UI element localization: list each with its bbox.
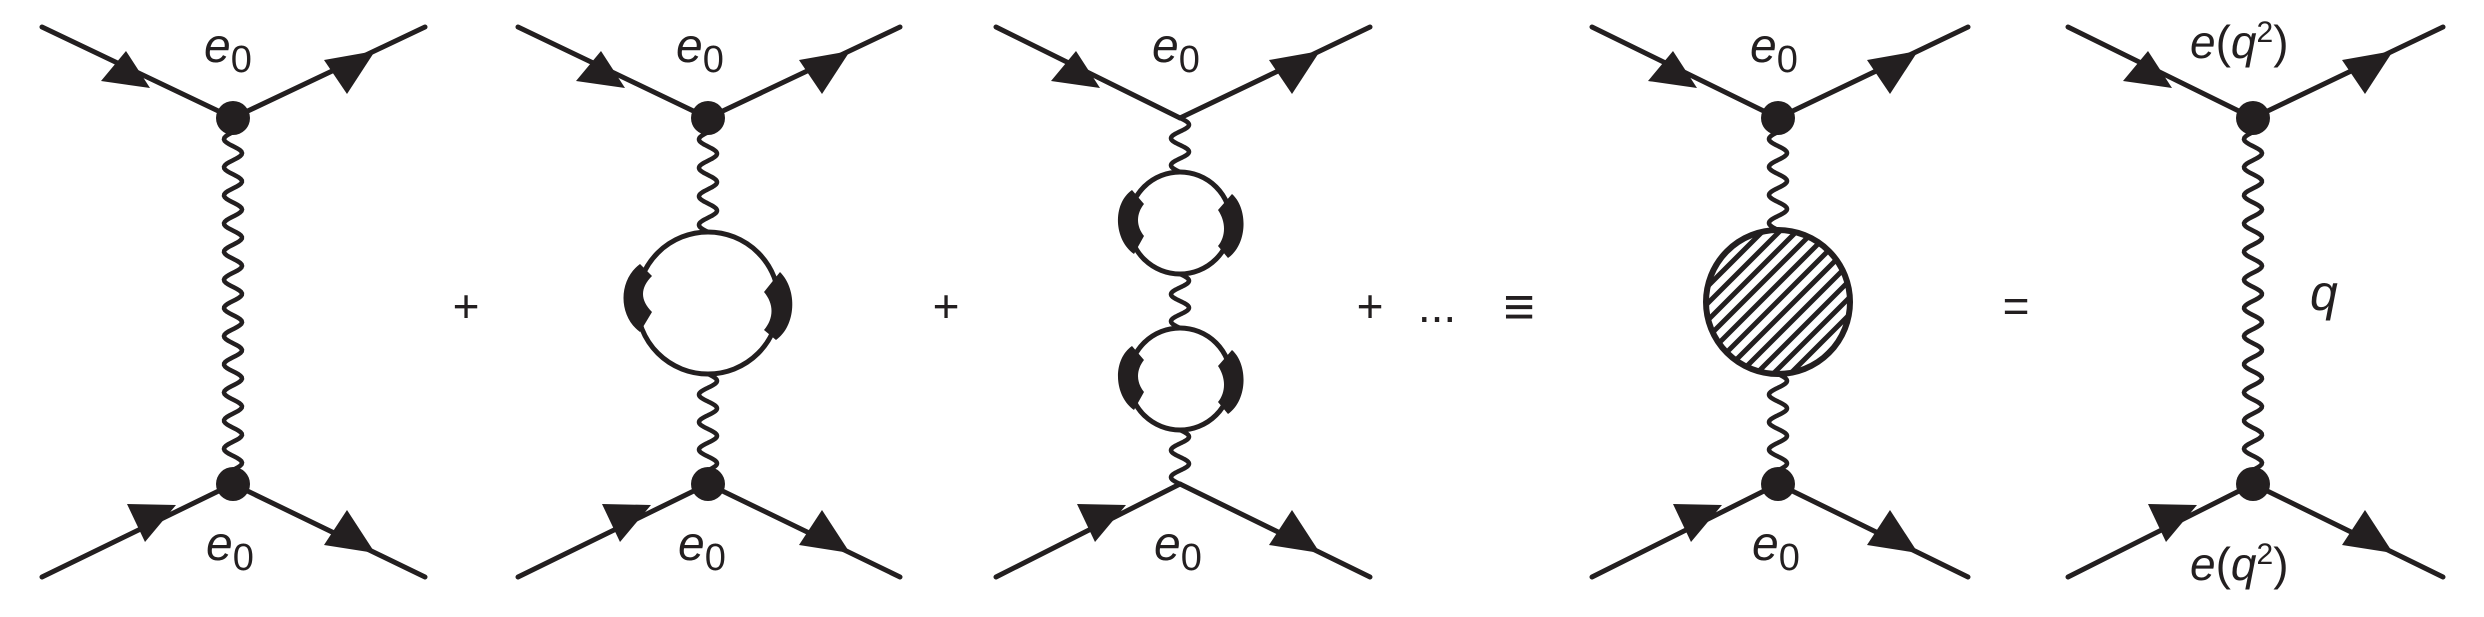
electron-line-top (993, 24, 1373, 121)
fermion-arrow (1867, 510, 1918, 553)
hatch-line (1706, 230, 1818, 374)
vertex-top (2236, 101, 2270, 135)
polarization-blob (1703, 227, 1853, 377)
diagram-tree-level: e0 e0 (39, 20, 428, 580)
loop-arrow-left (1117, 346, 1144, 410)
plus-operator: + (933, 280, 960, 332)
blob-hatching (1706, 230, 1850, 374)
hatch-line (1706, 230, 1835, 374)
plus-operator: + (453, 280, 480, 332)
vertex-bottom (2236, 467, 2270, 501)
electron-line-top (515, 24, 903, 121)
vertex-bottom (1761, 467, 1795, 501)
loop-arrow-right (1218, 350, 1244, 414)
loop-arrow-left (623, 264, 652, 332)
running-charge-label-bottom: e(q2) (2190, 538, 2289, 590)
hatch-line (1770, 230, 1850, 374)
electron-line-top (2065, 24, 2446, 121)
photon-propagator (1766, 115, 1790, 233)
fermion-arrow (127, 504, 176, 542)
charge-label-top: e0 (676, 20, 724, 81)
fermion-arrow (101, 51, 150, 88)
fermion-arrow (2148, 504, 2197, 542)
loop-arrow-right (1218, 194, 1244, 258)
hatch-line (1719, 230, 1850, 374)
vertex-top (216, 101, 250, 135)
electron-positron-loop-upper (1117, 169, 1244, 277)
fermion-arrow (799, 51, 850, 94)
fermion-arrow (1077, 504, 1126, 542)
hatch-line (1706, 230, 1784, 374)
charge-label-bottom: e0 (1154, 518, 1202, 579)
charge-label-bottom: e0 (206, 518, 254, 579)
diagram-two-loop: e0 e0 (993, 20, 1373, 580)
photon-propagator (221, 115, 245, 487)
diagram-running-charge: e(q2) e(q2) q (2065, 16, 2446, 590)
vertex-top (1761, 101, 1795, 135)
electron-line-top (1589, 24, 1971, 121)
hatch-line (1706, 230, 1850, 374)
photon-propagator (1168, 427, 1192, 487)
fermion-arrow (1648, 51, 1697, 88)
photon-propagator (696, 115, 720, 235)
photon-propagator (1168, 271, 1192, 331)
electron-positron-loop-lower (1117, 325, 1244, 433)
fermion-arrow (1269, 51, 1320, 94)
ellipsis: ... (1418, 280, 1456, 332)
charge-label-top: e0 (1152, 20, 1200, 81)
fermion-arrow (1051, 51, 1100, 88)
photon-propagator (1766, 371, 1790, 487)
fermion-arrow (576, 51, 625, 88)
fermion-arrow (2342, 51, 2393, 94)
fermion-arrow (2123, 51, 2172, 88)
charge-label-top: e0 (204, 20, 252, 81)
electron-line-bottom (39, 481, 428, 580)
electron-line-bottom (993, 481, 1373, 580)
hatch-line (1804, 230, 1850, 374)
hatch-line (1706, 230, 1750, 374)
fermion-arrow (2342, 510, 2393, 553)
charge-label-bottom: e0 (678, 518, 726, 579)
hatch-line (1753, 230, 1850, 374)
hatch-line (1706, 230, 1850, 374)
electron-line-top (39, 24, 428, 121)
vertex-bottom (216, 467, 250, 501)
charge-label-bottom: e0 (1752, 518, 1800, 579)
vertex-top (691, 101, 725, 135)
electron-line-bottom (2065, 481, 2446, 580)
plus-operator: + (1357, 280, 1384, 332)
fermion-arrow (1673, 504, 1722, 542)
electron-line-bottom (1589, 481, 1971, 580)
fermion-arrow (324, 51, 375, 94)
hatch-line (1736, 230, 1850, 374)
fermion-arrow (602, 504, 651, 542)
fermion-arrow (1867, 51, 1918, 94)
loop-arrow-left (1117, 190, 1144, 254)
charge-label-top: e0 (1750, 20, 1798, 81)
fermion-arrow (324, 510, 375, 553)
loop-arrow-right (764, 272, 793, 340)
photon-propagator (2241, 115, 2265, 487)
photon-propagator (1168, 115, 1192, 175)
photon-propagator (696, 371, 720, 487)
fermion-arrow (799, 510, 850, 553)
vertex-bottom (691, 467, 725, 501)
electron-positron-loop (623, 229, 793, 377)
equals-operator: = (2003, 280, 2030, 332)
electron-line-bottom (515, 481, 903, 580)
diagram-resummed: e0 e0 (1589, 20, 1971, 580)
fermion-arrow (1269, 510, 1320, 553)
diagram-one-loop: e0 e0 (515, 20, 903, 580)
running-charge-label-top: e(q2) (2190, 16, 2289, 68)
hatch-line (1706, 230, 1850, 374)
equivalence-operator: ≡ (1503, 277, 1535, 337)
momentum-label: q (2310, 265, 2338, 321)
